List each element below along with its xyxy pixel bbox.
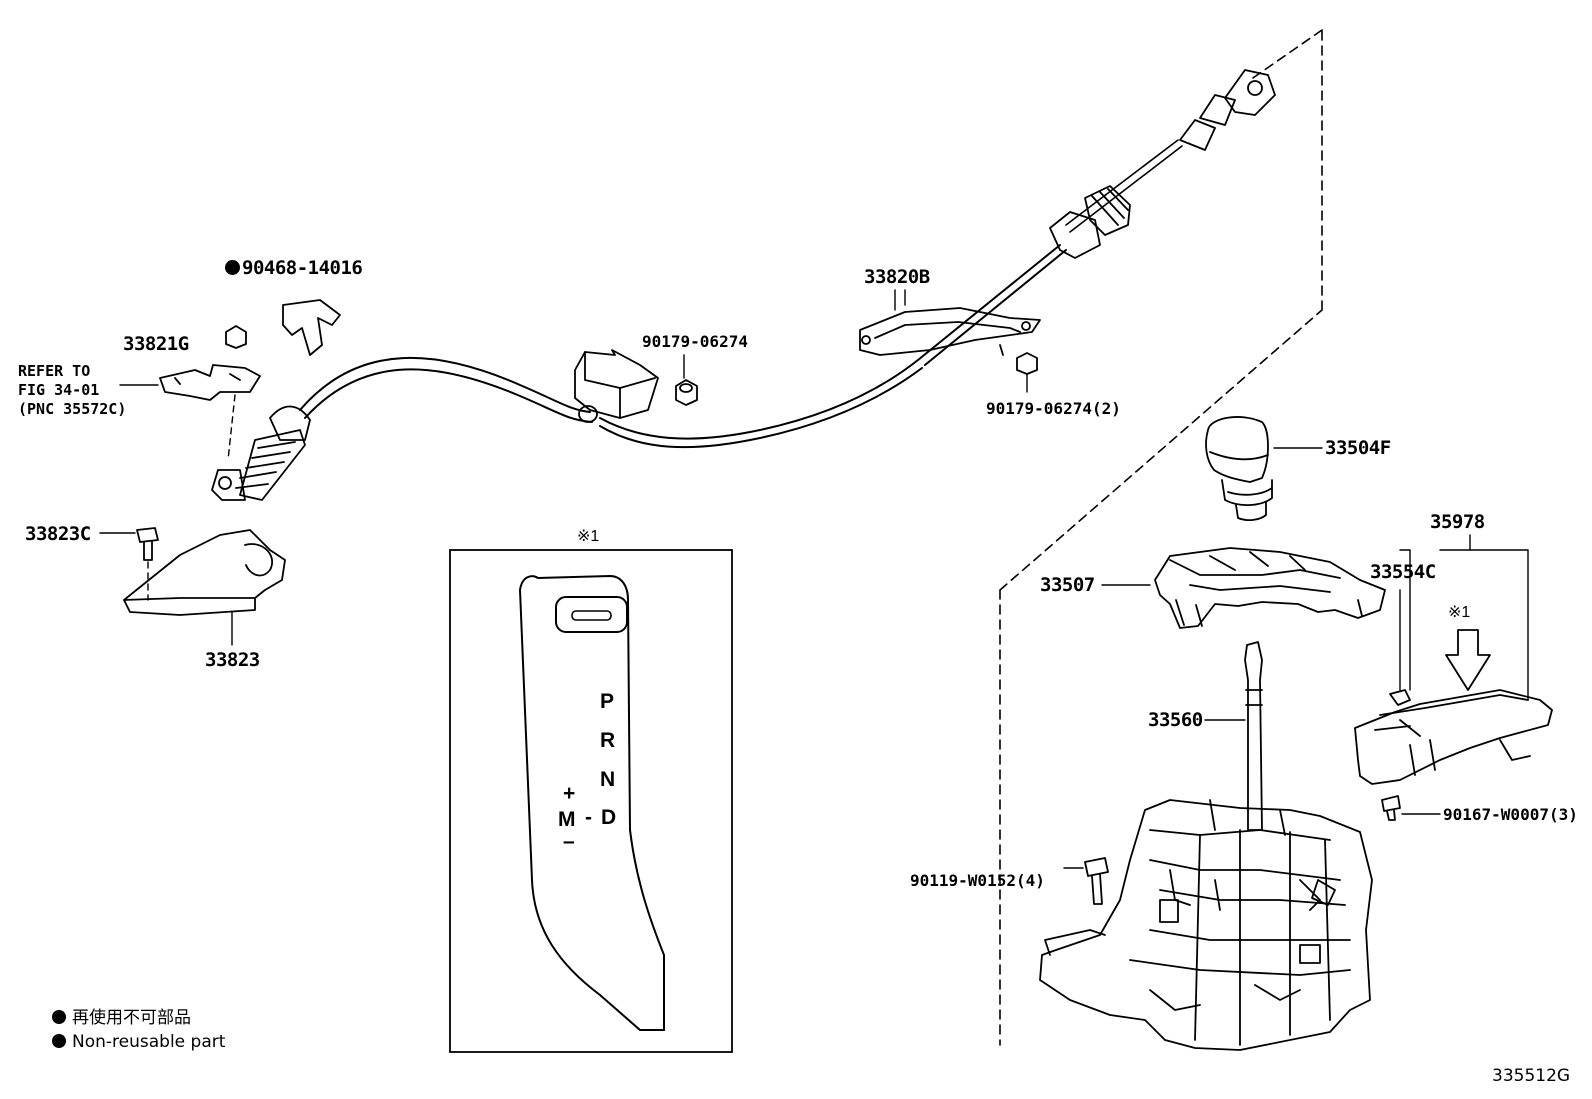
detail-marker-arrow: ※1: [1448, 604, 1471, 621]
gate-m: M: [558, 808, 576, 831]
part-label-90119: 90119-W0152(4): [910, 871, 1045, 890]
gate-plus: +: [563, 782, 576, 805]
part-label-90468: 90468-14016: [225, 258, 363, 278]
part-label-33554c: 33554C: [1370, 561, 1436, 583]
indicator-35978: [1354, 534, 1553, 821]
legend: 再使用不可部品 Non-reusable part: [52, 1006, 225, 1054]
shift-cable: [211, 69, 1276, 501]
gate-minus: –: [563, 830, 575, 853]
part-label-33821g: 33821G: [123, 333, 189, 355]
part-label-90179: 90179-06274: [642, 332, 748, 351]
bracket-33820b: [859, 307, 1041, 356]
refer-note: REFER TO FIG 34-01 (PNC 35572C): [18, 362, 126, 419]
housing-33507: [1101, 547, 1386, 629]
nut-33821g: [225, 325, 247, 349]
bullet-icon: [52, 1010, 66, 1024]
part-label-33560: 33560: [1148, 709, 1203, 731]
view-arrow: [1445, 629, 1491, 691]
gate-d: D: [601, 806, 617, 829]
bracket-33823: [123, 529, 286, 616]
legend-line-jp: 再使用不可部品: [52, 1006, 225, 1030]
indicator-plate: [518, 574, 665, 1031]
indicator-button: [555, 596, 628, 633]
nut-90179-2: [1016, 352, 1038, 375]
nut-90179: [675, 379, 698, 406]
legend-line-en: Non-reusable part: [52, 1030, 225, 1054]
part-label-33823c: 33823C: [25, 523, 91, 545]
shift-knob-33504f: [1205, 416, 1323, 522]
part-label-33504f: 33504F: [1325, 437, 1391, 459]
part-label-35978: 35978: [1430, 511, 1485, 533]
lever-33560: [1204, 641, 1263, 831]
gate-r: R: [600, 729, 616, 752]
refer-note-line1: REFER TO: [18, 362, 91, 380]
part-label-33823: 33823: [205, 649, 260, 671]
gate-dash: -: [585, 806, 592, 829]
shift-base: [1039, 799, 1373, 1051]
bolt-90119: [1084, 857, 1109, 905]
gate-p: P: [600, 690, 615, 713]
part-label-33507: 33507: [1040, 574, 1095, 596]
cable-bracket: [159, 364, 261, 401]
part-label-90179-2: 90179-06274(2): [986, 399, 1121, 418]
refer-note-line2: FIG 34-01: [18, 381, 100, 399]
group-boundary-dashed: [999, 29, 1323, 1046]
refer-note-line3: (PNC 35572C): [18, 400, 127, 418]
gate-n: N: [600, 768, 616, 791]
retainer-clip: [282, 299, 341, 356]
part-label-90167: 90167-W0007(3): [1443, 805, 1578, 824]
bolt-33823c: [136, 527, 159, 561]
figure-number: 335512G: [1492, 1066, 1571, 1086]
detail-panel: [449, 549, 733, 1053]
bullet-icon: [52, 1034, 66, 1048]
part-label-33820b: 33820B: [864, 266, 930, 288]
detail-marker-top: ※1: [577, 528, 600, 545]
